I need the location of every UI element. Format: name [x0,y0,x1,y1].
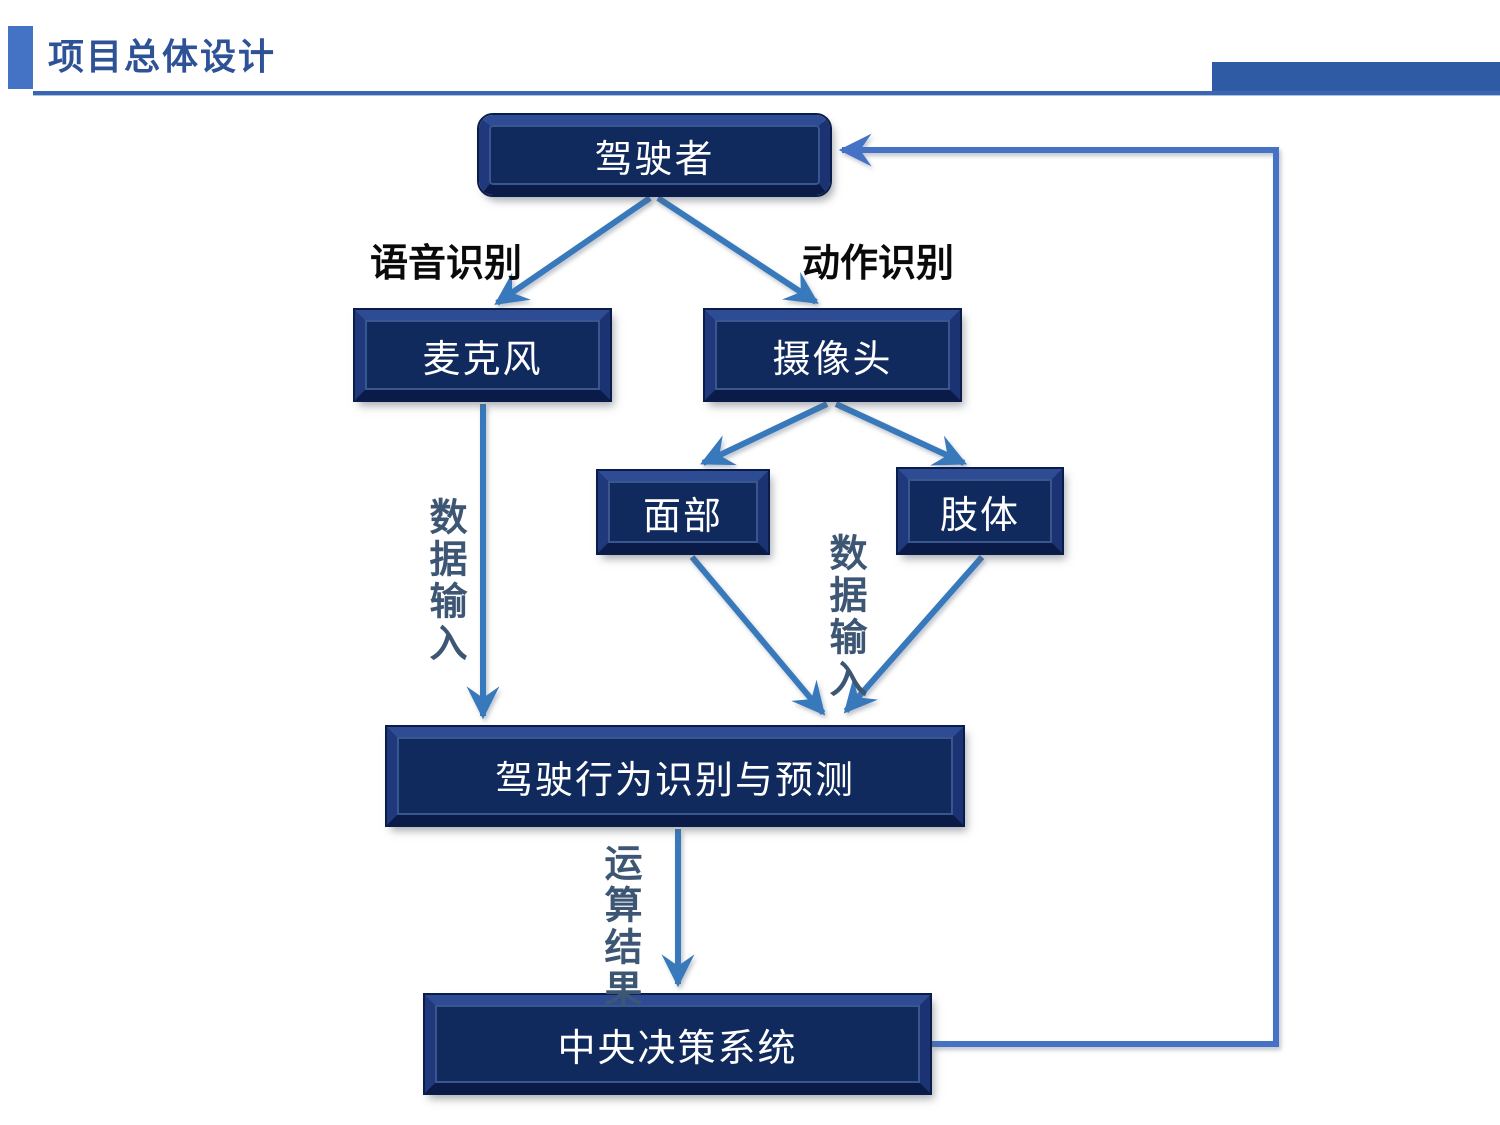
node-central-decision-system: 中央决策系统 [423,993,932,1095]
page-title: 项目总体设计 [48,36,277,77]
arrow-camera-to-body [834,401,967,466]
arrow-driver-to-microphone [494,195,652,306]
node-camera: 摄像头 [703,308,962,402]
edge-label-action-recognition: 动作识别 [802,243,955,285]
edge-label-data-input-left: 数据输入 [423,497,465,665]
arrow-decision-feedback-to-driver [838,133,1279,1047]
node-microphone: 麦克风 [353,308,612,402]
title-accent-bar [8,26,33,89]
arrow-face-to-behavior [689,555,826,716]
header-rule [33,91,1500,95]
node-behavior-recognition: 驾驶行为识别与预测 [385,725,965,827]
arrow-body-to-behavior [843,555,985,714]
arrow-camera-to-face [700,401,829,466]
node-body: 肢体 [896,467,1064,555]
edge-label-computation-result: 运算结果 [598,843,640,1011]
node-driver: 驾驶者 [477,113,832,197]
arrow-driver-to-camera [656,195,819,305]
header-right-bar [1212,62,1500,91]
node-face: 面部 [596,469,770,555]
edge-label-data-input-middle: 数据输入 [823,533,865,701]
edge-label-speech-recognition: 语音识别 [370,243,523,285]
